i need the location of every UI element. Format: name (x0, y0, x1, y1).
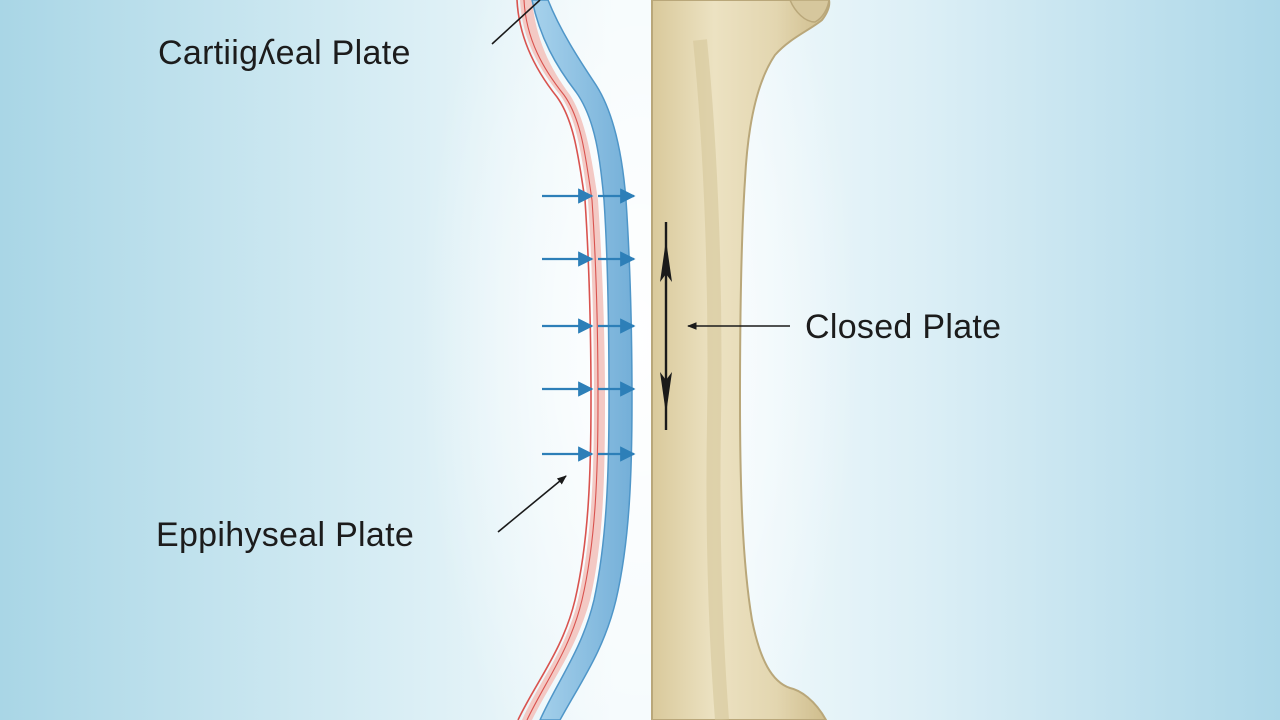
pointer-epiphyseal (497, 475, 567, 533)
pointer-cartilage (491, 0, 541, 45)
bone-shaft (651, 0, 831, 720)
bone-shading (693, 39, 729, 720)
double-arrow-icon (660, 222, 672, 430)
bone-condyle-top (789, 0, 830, 23)
label-epiphyseal-plate: Eppihyseal Plate (156, 516, 415, 554)
cartilage-plate (531, 0, 633, 720)
blue-arrows (542, 188, 636, 462)
label-cartilage-plate: Cartiigʎeal Plate (158, 34, 411, 72)
label-closed-plate: Closed Plate (805, 308, 1002, 346)
red-line-inner (523, 0, 599, 720)
